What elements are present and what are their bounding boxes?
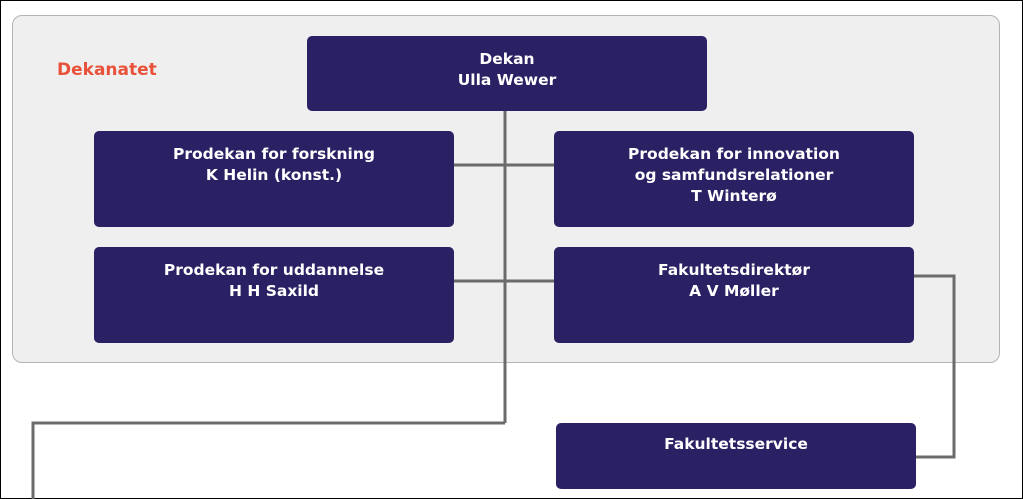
box-dekan-name: Ulla Wewer — [457, 71, 557, 89]
group-label-dekanatet: Dekanatet — [57, 60, 157, 80]
box-fakultetsdirektor-title: Fakultetsdirektør — [658, 261, 810, 279]
box-fakultetsdirektor-name: A V Møller — [689, 282, 779, 300]
box-prodekan-forskning-title: Prodekan for forskning — [173, 145, 375, 163]
box-prodekan-uddannelse: Prodekan for uddannelse H H Saxild — [94, 247, 454, 343]
box-prodekan-uddannelse-title: Prodekan for uddannelse — [163, 261, 385, 279]
box-prodekan-forskning-name: K Helin (konst.) — [205, 166, 343, 184]
box-prodekan-uddannelse-name: H H Saxild — [228, 282, 320, 300]
box-prodekan-forskning: Prodekan for forskning K Helin (konst.) — [94, 131, 454, 227]
box-prodekan-innovation: Prodekan for innovation og samfundsrelat… — [554, 131, 914, 227]
box-dekan: Dekan Ulla Wewer — [307, 36, 707, 111]
box-fakultetsservice-title: Fakultetsservice — [664, 435, 808, 453]
connector-direktor-service — [913, 274, 956, 459]
box-prodekan-innovation-title-line1: Prodekan for innovation — [628, 145, 840, 163]
box-dekan-title: Dekan — [479, 50, 535, 68]
box-fakultetsservice: Fakultetsservice — [556, 423, 916, 489]
connector-trunk-left-branch — [31, 421, 505, 499]
box-prodekan-innovation-name: T Winterø — [691, 187, 777, 205]
box-fakultetsdirektor: Fakultetsdirektør A V Møller — [554, 247, 914, 343]
box-prodekan-innovation-title-line2: og samfundsrelationer — [634, 166, 834, 184]
